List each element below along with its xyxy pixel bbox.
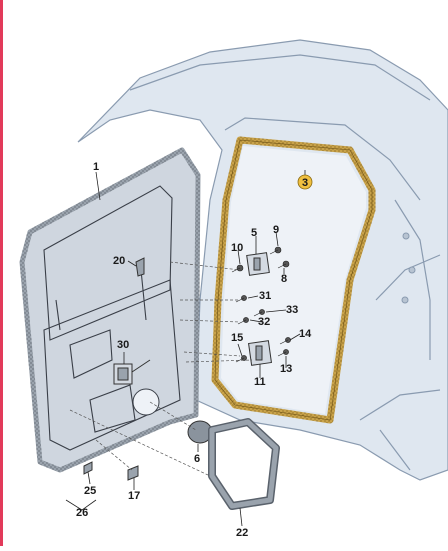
clip-part-25: [83, 461, 93, 475]
lower-hinge: [248, 340, 272, 366]
leader-lines: [65, 170, 306, 527]
callout-25: 25: [84, 485, 96, 497]
callout-labels: 1 3 5 9 10 8 20 31 33 32 30 14 15 13 11 …: [76, 161, 312, 539]
callout-1: 1: [93, 161, 99, 173]
callout-31: 31: [259, 290, 271, 302]
callout-13: 13: [280, 363, 292, 375]
door-lock-part: [113, 359, 151, 385]
accent-strip: [0, 0, 3, 546]
clip-part-17: [127, 465, 139, 481]
speaker-seal-part: [208, 418, 280, 510]
door-assembly: [19, 147, 201, 473]
bracket-part: [135, 257, 145, 277]
callout-26: 26: [76, 507, 88, 519]
callout-3: 3: [302, 177, 308, 189]
callout-15: 15: [231, 332, 243, 344]
callout-11: 11: [254, 376, 266, 388]
callout-32: 32: [258, 316, 270, 328]
callout-8: 8: [281, 273, 287, 285]
callout-6: 6: [194, 453, 200, 465]
callout-20: 20: [113, 255, 125, 267]
fasteners: [231, 246, 291, 363]
callout-9: 9: [273, 224, 279, 236]
upper-hinge: [246, 252, 270, 276]
callout-33: 33: [286, 304, 298, 316]
callout-22: 22: [236, 527, 248, 539]
callout-30: 30: [117, 339, 129, 351]
callout-14: 14: [299, 328, 312, 340]
callout-3-highlight: [297, 174, 313, 190]
callout-5: 5: [251, 227, 257, 239]
callout-17: 17: [128, 490, 140, 502]
assembly-lines: [69, 261, 253, 477]
callout-10: 10: [231, 242, 243, 254]
